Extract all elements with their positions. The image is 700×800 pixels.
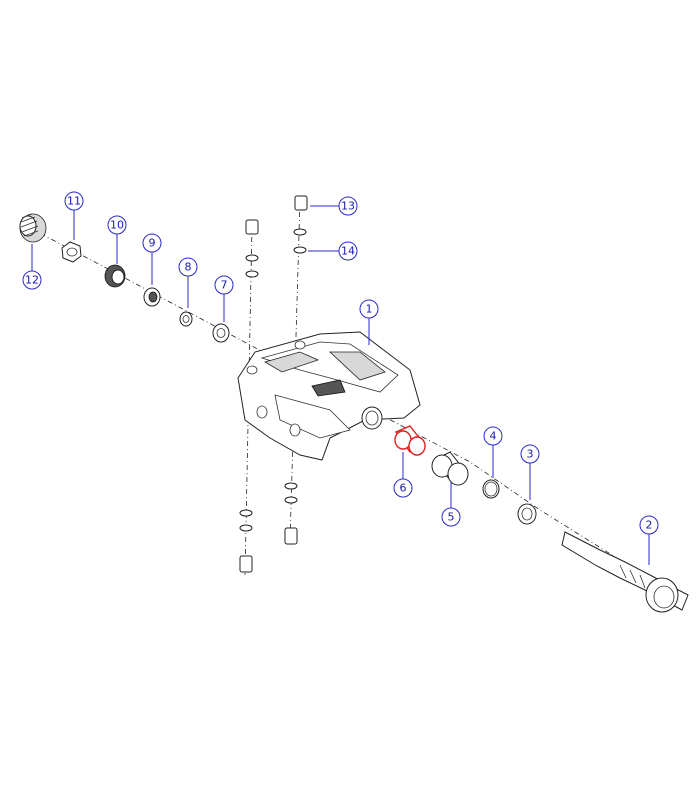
pedal-body — [237, 331, 421, 461]
svg-text:3: 3 — [527, 448, 534, 461]
svg-text:13: 13 — [341, 200, 355, 213]
callout-9: 9 — [142, 233, 162, 253]
callout-4: 4 — [483, 426, 503, 446]
svg-text:1: 1 — [366, 303, 373, 316]
callout-12: 12 — [22, 270, 42, 290]
callout-2: 2 — [639, 515, 659, 535]
svg-text:11: 11 — [67, 195, 81, 208]
svg-text:10: 10 — [110, 219, 124, 232]
callout-8: 8 — [178, 257, 198, 277]
callout-6: 6 — [393, 478, 413, 498]
svg-text:4: 4 — [490, 430, 497, 443]
pin-stack-bottom-left — [239, 509, 253, 573]
bearing-10 — [104, 264, 126, 288]
svg-text:7: 7 — [221, 279, 228, 292]
hex-nut — [61, 241, 82, 263]
callout-10: 10 — [107, 215, 127, 235]
callout-3: 3 — [520, 444, 540, 464]
callout-1: 1 — [359, 299, 379, 319]
callout-14: 14 — [338, 241, 358, 261]
pin-stack-top-left — [245, 219, 259, 278]
svg-text:12: 12 — [25, 274, 39, 287]
pin-stack-top-middle — [293, 195, 308, 254]
pin-axis-left — [244, 224, 253, 576]
svg-text:6: 6 — [400, 482, 407, 495]
washer-3 — [517, 503, 537, 525]
washer-8 — [179, 311, 193, 327]
o-ring-4 — [482, 479, 500, 499]
svg-text:8: 8 — [185, 261, 192, 274]
callout-11: 11 — [64, 191, 84, 211]
svg-text:9: 9 — [149, 237, 156, 250]
callout-5: 5 — [441, 507, 461, 527]
spindle — [561, 531, 689, 613]
pin-stack-bottom-middle — [284, 482, 298, 545]
svg-text:5: 5 — [448, 511, 455, 524]
callout-13: 13 — [338, 196, 358, 216]
dust-cap — [19, 213, 47, 243]
svg-text:2: 2 — [646, 519, 653, 532]
bushing-6 — [394, 425, 426, 456]
callout-7: 7 — [214, 275, 234, 295]
sleeve-5 — [431, 451, 469, 486]
washer-7 — [212, 323, 230, 343]
bearing-9 — [143, 287, 161, 307]
svg-text:14: 14 — [341, 245, 355, 258]
